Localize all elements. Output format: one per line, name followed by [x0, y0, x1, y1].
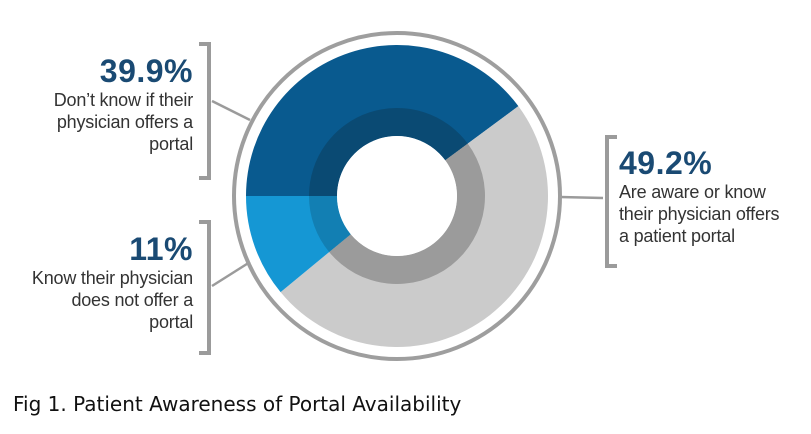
desc-line: a patient portal: [619, 225, 735, 246]
label-brackets: [199, 42, 617, 355]
label-bracket: [199, 42, 211, 180]
slice-dont-know-inner: [309, 108, 468, 196]
leader-line: [211, 260, 251, 288]
slice-desc-does-not-offer: Know their physician does not offer a po…: [3, 268, 193, 334]
desc-line: physician offers a: [56, 111, 193, 132]
leader-line: [211, 99, 251, 122]
leader-lines: [211, 99, 604, 288]
slice-aware: [280, 106, 549, 348]
desc-line: portal: [149, 311, 193, 332]
slice-desc-aware: Are aware or know their physician offers…: [619, 182, 804, 248]
slice-label-dont-know: 39.9% Don’t know if their physician offe…: [3, 55, 193, 156]
leader-line: [559, 195, 604, 200]
desc-line: their physician offers: [619, 203, 780, 224]
slice-desc-dont-know: Don’t know if their physician offers a p…: [3, 90, 193, 156]
outer-ring: [232, 31, 562, 361]
slice-pct-dont-know: 39.9%: [99, 53, 193, 89]
figure-caption: Fig 1. Patient Awareness of Portal Avail…: [13, 392, 462, 416]
slice-does-not-offer-inner: [309, 196, 351, 253]
slice-pct-does-not-offer: 11%: [129, 231, 193, 267]
slice-label-aware: 49.2% Are aware or know their physician …: [619, 147, 804, 248]
desc-line: Don’t know if their: [53, 90, 193, 110]
center-hole: [337, 136, 457, 256]
slice-pct-aware: 49.2%: [619, 145, 713, 181]
desc-line: Know their physician: [31, 268, 193, 288]
desc-line: portal: [149, 133, 193, 154]
label-bracket: [605, 135, 617, 268]
slice-label-does-not-offer: 11% Know their physician does not offer …: [3, 233, 193, 334]
slice-aware-inner: [329, 143, 485, 284]
desc-line: does not offer a: [71, 289, 193, 310]
inner-ring: [309, 108, 485, 284]
desc-line: Are aware or know: [619, 182, 766, 202]
label-bracket: [199, 220, 211, 355]
